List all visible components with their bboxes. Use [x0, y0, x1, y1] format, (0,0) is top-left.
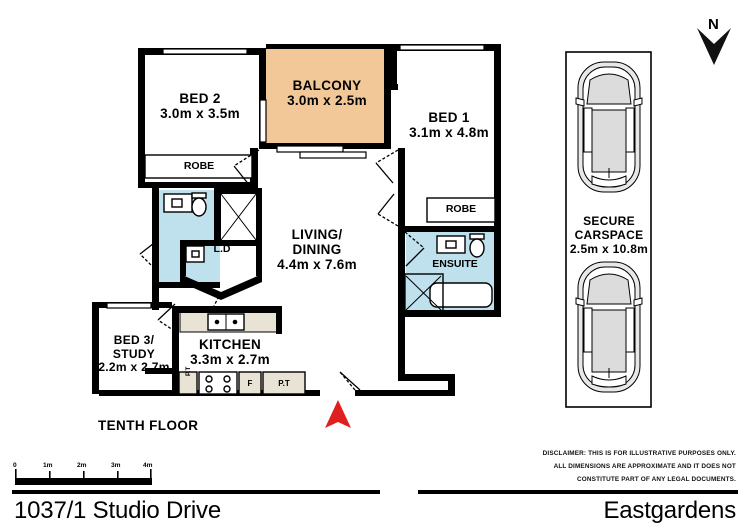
label-pantry-left: P.T — [185, 366, 192, 376]
room-dim-bed3: 2.2m x 2.7m — [98, 360, 170, 374]
room-name-living-line2: DINING — [292, 242, 342, 257]
label-robe-bed2: ROBE — [183, 160, 215, 172]
room-label-living: LIVING/ DINING 4.4m x 7.6m — [277, 227, 357, 272]
label-fridge: F — [247, 379, 253, 388]
label-robe-bed1: ROBE — [445, 203, 477, 215]
car-icon-2 — [575, 261, 643, 393]
floor-label: TENTH FLOOR — [98, 418, 199, 433]
compass-north-icon — [697, 28, 731, 65]
scale-tick-3: 3m — [111, 462, 121, 469]
room-name-bed1: BED 1 — [428, 110, 470, 125]
property-address: 1037/1 Studio Drive — [14, 497, 221, 524]
label-ensuite: ENSUITE — [432, 258, 478, 270]
room-name-bed3-line1: BED 3/ — [113, 333, 155, 347]
car-icon-1 — [575, 61, 643, 193]
room-dim-bed1: 3.1m x 4.8m — [409, 125, 489, 140]
room-dim-bed2: 3.0m x 3.5m — [160, 106, 240, 121]
room-name-living-line1: LIVING/ — [291, 227, 343, 242]
footer-rule-right — [418, 490, 738, 494]
room-label-bed2: BED 2 3.0m x 3.5m — [160, 91, 240, 121]
room-label-carspace: SECURE CARSPACE 2.5m x 10.8m — [570, 214, 648, 256]
room-name-carspace-line2: CARSPACE — [574, 228, 644, 242]
room-name-bed2: BED 2 — [179, 91, 221, 106]
scale-tick-1: 1m — [43, 462, 53, 469]
room-dim-kitchen: 3.3m x 2.7m — [190, 352, 270, 367]
room-label-bed1: BED 1 3.1m x 4.8m — [409, 110, 489, 140]
windows — [106, 44, 485, 309]
joinery — [144, 154, 496, 395]
room-name-balcony: BALCONY — [292, 78, 362, 93]
disclaimer-line-2: ALL DIMENSIONS ARE APPROXIMATE AND IT DO… — [553, 463, 736, 470]
scale-tick-4: 4m — [143, 462, 153, 469]
property-suburb: Eastgardens — [603, 497, 736, 524]
disclaimer-line-1: DISCLAIMER: THIS IS FOR ILLUSTRATIVE PUR… — [542, 450, 736, 457]
compass-north-label: N — [708, 16, 719, 33]
balcony-fill — [266, 48, 390, 148]
room-name-bed3-line2: STUDY — [112, 346, 156, 361]
room-name-carspace-line1: SECURE — [583, 214, 635, 228]
room-label-bed3: BED 3/ STUDY 2.2m x 2.7m — [98, 333, 170, 375]
label-laundry: L.D — [213, 243, 231, 255]
room-dim-carspace: 2.5m x 10.8m — [569, 242, 649, 256]
sliding-door — [276, 145, 367, 159]
room-dim-balcony: 3.0m x 2.5m — [287, 93, 367, 108]
scale-tick-2: 2m — [77, 462, 87, 469]
room-label-balcony: BALCONY 3.0m x 2.5m — [287, 78, 367, 108]
entry-arrow-icon — [325, 400, 351, 428]
room-label-kitchen: KITCHEN 3.3m x 2.7m — [190, 337, 270, 367]
disclaimer-line-3: CONSTITUTE PART OF ANY LEGAL DOCUMENTS. — [577, 476, 736, 483]
footer-rule-left — [12, 490, 380, 494]
room-dim-living: 4.4m x 7.6m — [277, 257, 357, 272]
scale-tick-0: 0 — [13, 462, 17, 469]
door-swings — [139, 149, 425, 391]
room-name-kitchen: KITCHEN — [198, 337, 262, 352]
scale-bar — [15, 469, 152, 485]
label-pantry-right: P.T — [278, 379, 290, 388]
